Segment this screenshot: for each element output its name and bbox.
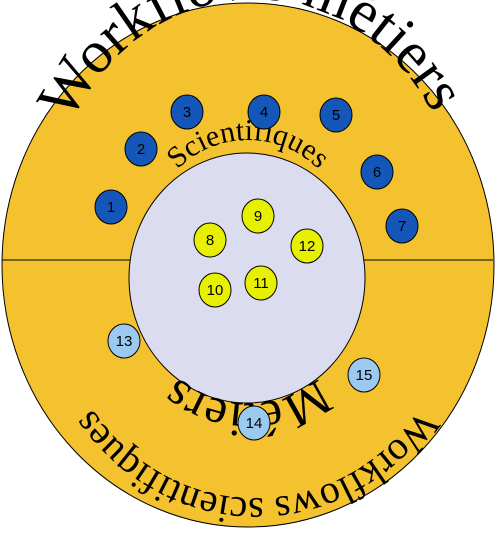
node-3-label: 3	[183, 104, 191, 121]
node-12[interactable]: 12	[290, 228, 324, 264]
node-15-label: 15	[356, 367, 373, 384]
node-1[interactable]: 1	[94, 189, 128, 225]
node-2[interactable]: 2	[124, 131, 158, 167]
node-4-label: 4	[260, 104, 268, 121]
node-7-label: 7	[398, 218, 406, 235]
node-15[interactable]: 15	[347, 357, 381, 393]
node-13-label: 13	[116, 333, 133, 350]
node-14-label: 14	[246, 415, 263, 432]
node-8[interactable]: 8	[193, 222, 227, 258]
node-9-label: 9	[254, 208, 262, 225]
node-3[interactable]: 3	[170, 94, 204, 130]
node-6[interactable]: 6	[360, 154, 394, 190]
node-14[interactable]: 14	[237, 405, 271, 441]
node-8-label: 8	[206, 232, 214, 249]
node-13[interactable]: 13	[107, 323, 141, 359]
node-5-label: 5	[332, 107, 340, 124]
node-11[interactable]: 11	[244, 265, 278, 301]
node-12-label: 12	[299, 238, 316, 255]
node-2-label: 2	[137, 141, 145, 158]
node-1-label: 1	[107, 199, 115, 216]
node-4[interactable]: 4	[247, 94, 281, 130]
node-5[interactable]: 5	[319, 97, 353, 133]
node-7[interactable]: 7	[385, 208, 419, 244]
node-11-label: 11	[253, 275, 269, 292]
node-10[interactable]: 10	[198, 272, 232, 308]
node-6-label: 6	[373, 164, 381, 181]
node-9[interactable]: 9	[241, 198, 275, 234]
node-10-label: 10	[207, 282, 224, 299]
